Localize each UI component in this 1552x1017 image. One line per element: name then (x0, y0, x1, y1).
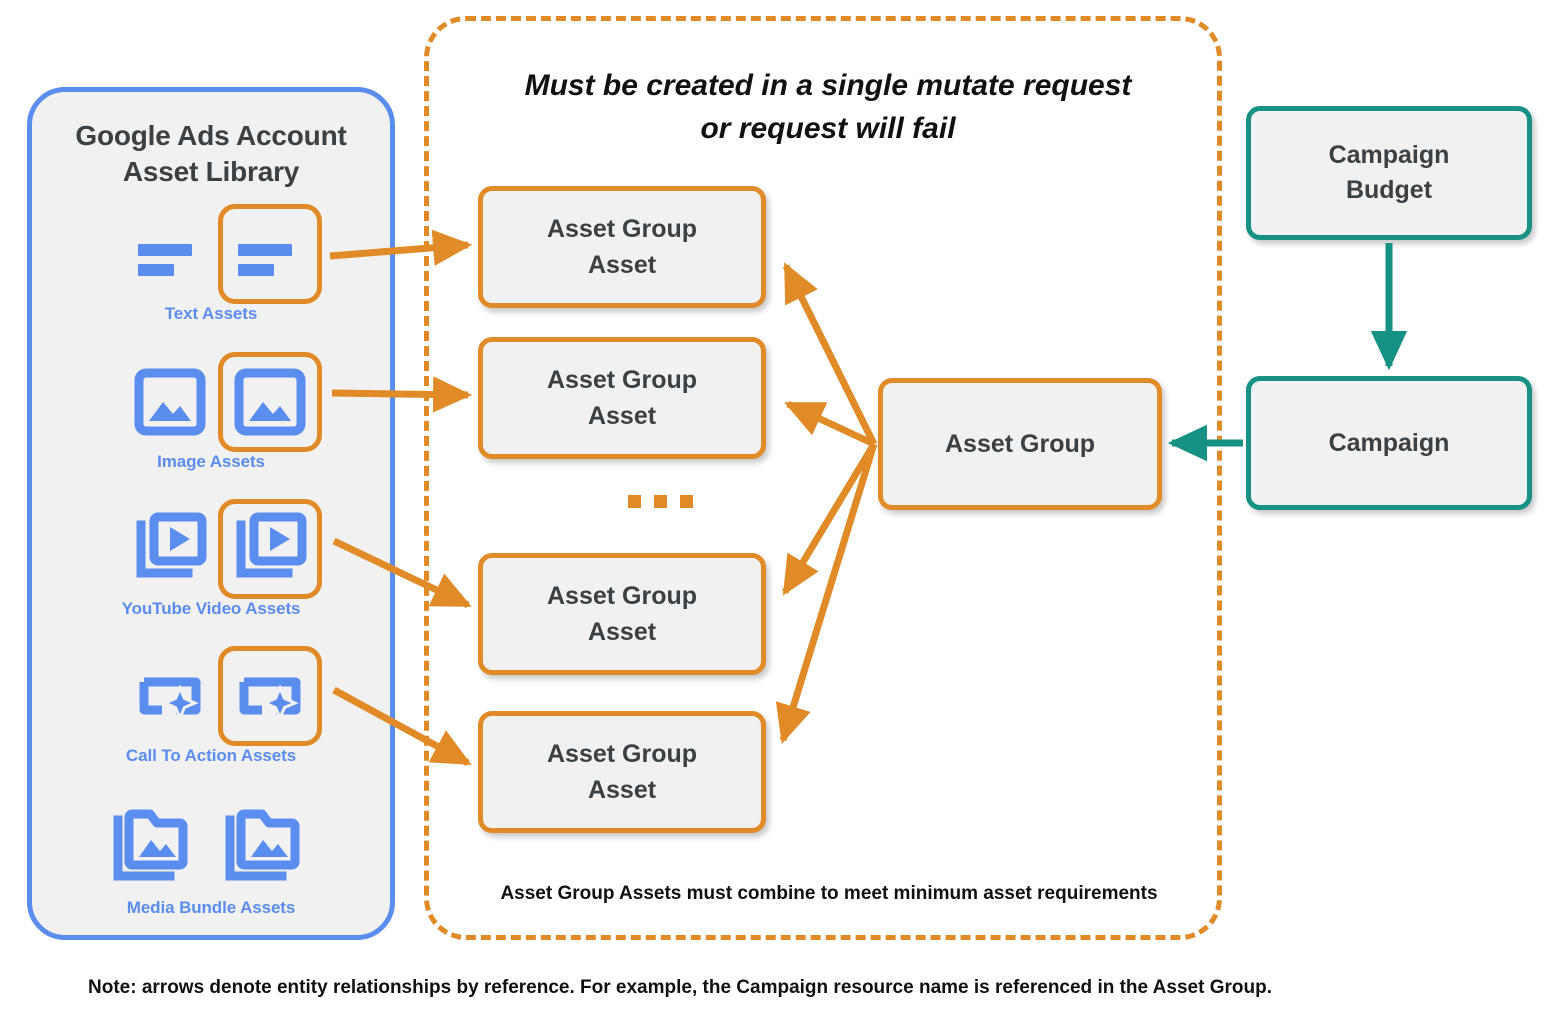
mutate-title-line1: Must be created in a single mutate reque… (524, 69, 1132, 102)
asset-icons-image (32, 350, 390, 454)
asset-group-asset-node-3[interactable]: Asset Group Asset (478, 553, 766, 675)
asset-row-cta: Call To Action Assets (32, 644, 390, 765)
asset-library-title: Google Ads Account Asset Library (32, 118, 390, 190)
asset-row-media-bundle: Media Bundle Assets (32, 790, 390, 917)
aga-line2-2: Asset (587, 402, 657, 430)
asset-caption-video: YouTube Video Assets (121, 599, 301, 618)
asset-library-title-line2: Asset Library (122, 155, 300, 187)
campaign-budget-label: Campaign Budget (1329, 138, 1450, 208)
ellipsis-dot-1 (628, 495, 641, 508)
aga-line1-3: Asset Group (546, 581, 698, 610)
asset-row-video: YouTube Video Assets (32, 497, 390, 618)
asset-group-asset-label-3: Asset Group Asset (547, 578, 697, 651)
ellipsis-dot-3 (680, 495, 693, 508)
diagram-note: Note: arrows denote entity relationships… (88, 977, 1272, 998)
media-bundle-folder-icon (110, 804, 194, 888)
cta-assets-highlight-box[interactable] (218, 646, 322, 746)
asset-caption-cta: Call To Action Assets (125, 746, 297, 765)
campaign-budget-node[interactable]: Campaign Budget (1246, 106, 1532, 240)
asset-group-asset-label-2: Asset Group Asset (547, 362, 697, 435)
aga-line2-3: Asset (587, 618, 657, 646)
asset-group-asset-node-4[interactable]: Asset Group Asset (478, 711, 766, 833)
ellipsis-indicator (628, 495, 693, 508)
aga-line1-1: Asset Group (546, 214, 698, 243)
call-to-action-sparkle-icon (239, 677, 301, 722)
image-picture-icon (234, 368, 306, 436)
asset-icons-media-bundle (32, 790, 390, 894)
video-assets-highlight-box[interactable] (218, 499, 322, 599)
call-to-action-sparkle-icon (132, 658, 208, 734)
video-play-stack-icon (132, 511, 208, 587)
mutate-request-title: Must be created in a single mutate reque… (469, 65, 1187, 150)
asset-library-panel: Google Ads Account Asset Library (27, 87, 395, 940)
ellipsis-dot-2 (654, 495, 667, 508)
media-bundle-folder-icon-2 (222, 804, 306, 888)
asset-group-asset-node-1[interactable]: Asset Group Asset (478, 186, 766, 308)
asset-row-text: Text Assets (32, 202, 390, 323)
campaign-budget-line1: Campaign (1328, 141, 1450, 169)
text-lines-icon (238, 244, 292, 276)
mutate-title-line2: or request will fail (700, 111, 956, 145)
asset-row-image: Image Assets (32, 350, 390, 471)
asset-group-asset-label-1: Asset Group Asset (547, 211, 697, 284)
campaign-budget-line2: Budget (1345, 176, 1433, 204)
aga-line2-1: Asset (587, 251, 657, 279)
asset-library-title-line1: Google Ads Account (75, 120, 347, 151)
asset-icons-cta (32, 644, 390, 748)
text-lines-icon (132, 216, 208, 292)
asset-icons-text (32, 202, 390, 306)
video-play-stack-icon (236, 512, 307, 578)
image-assets-highlight-box[interactable] (218, 352, 322, 452)
mutate-footnote: Asset Group Assets must combine to meet … (500, 883, 1158, 904)
asset-caption-media-bundle: Media Bundle Assets (126, 898, 296, 917)
campaign-node[interactable]: Campaign (1246, 376, 1532, 510)
asset-group-asset-node-2[interactable]: Asset Group Asset (478, 337, 766, 459)
asset-caption-image: Image Assets (157, 452, 265, 471)
mutate-request-container: Must be created in a single mutate reque… (424, 16, 1222, 940)
asset-icons-video (32, 497, 390, 601)
aga-line2-4: Asset (587, 776, 657, 804)
asset-group-asset-label-4: Asset Group Asset (547, 736, 697, 809)
aga-line1-4: Asset Group (546, 739, 698, 768)
aga-line1-2: Asset Group (546, 365, 698, 394)
text-assets-highlight-box[interactable] (218, 204, 322, 304)
image-picture-icon (132, 364, 208, 440)
asset-caption-text: Text Assets (164, 304, 258, 323)
asset-group-node[interactable]: Asset Group (878, 378, 1162, 510)
